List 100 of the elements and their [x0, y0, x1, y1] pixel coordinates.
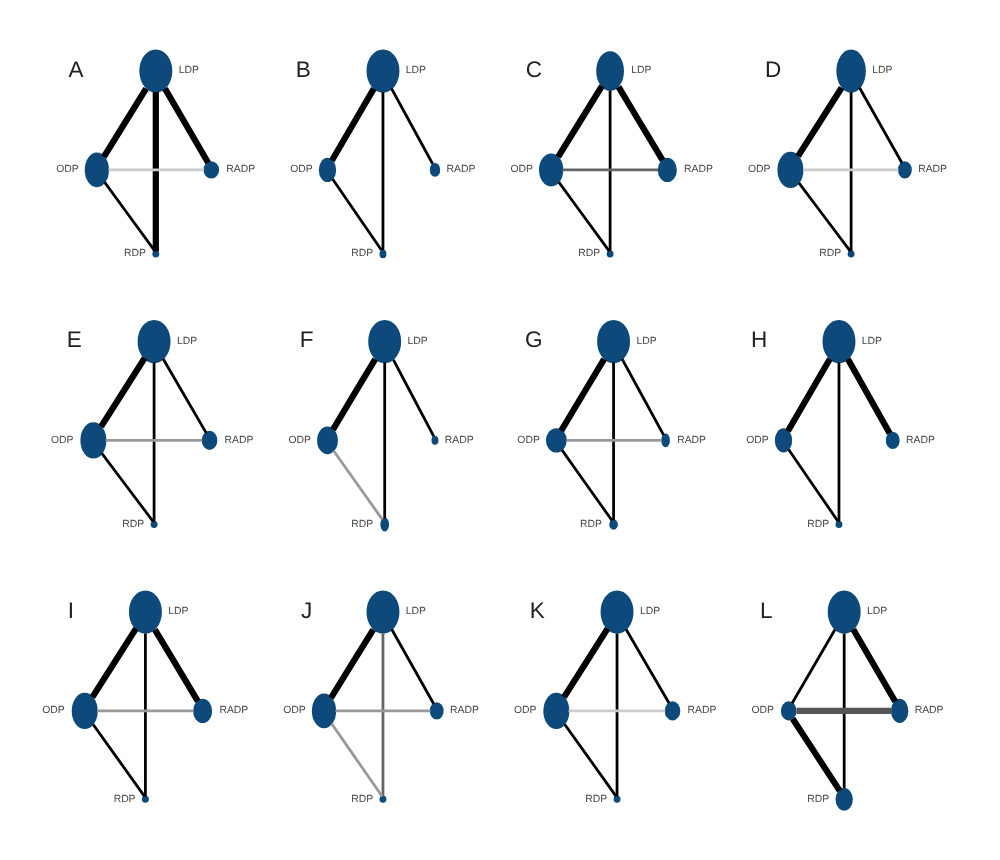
node-circle — [84, 152, 109, 188]
connector — [89, 627, 139, 699]
node-circle — [539, 153, 564, 187]
node-circle — [368, 319, 402, 364]
label: J — [301, 599, 313, 624]
connector — [620, 358, 665, 436]
node-circle — [774, 428, 793, 453]
connector — [842, 633, 846, 789]
connector — [330, 357, 378, 432]
node-circle — [613, 795, 621, 803]
connector — [837, 362, 841, 522]
label: E — [66, 329, 82, 354]
connector — [563, 723, 618, 798]
connector — [612, 362, 615, 521]
node-circle — [380, 517, 390, 532]
connector — [144, 633, 147, 797]
connector — [381, 633, 385, 797]
connector — [797, 182, 852, 252]
connector — [152, 627, 201, 703]
node-circle — [318, 157, 337, 183]
node-circle — [885, 431, 900, 450]
connector — [335, 709, 431, 713]
node-circle — [429, 163, 441, 177]
connector — [566, 439, 662, 442]
label: I — [67, 599, 74, 624]
node-circle — [543, 692, 570, 730]
label: K — [529, 599, 545, 624]
node-circle — [311, 693, 337, 729]
connector — [103, 181, 157, 252]
connector — [392, 359, 435, 438]
node-circle — [827, 590, 861, 634]
connector — [845, 357, 893, 435]
node-circle — [431, 436, 439, 445]
connector — [568, 709, 666, 713]
connector — [97, 709, 194, 713]
node-circle — [657, 157, 677, 183]
node-circle — [609, 519, 618, 530]
connector — [390, 628, 435, 705]
label: D — [764, 58, 782, 83]
node-circle — [596, 51, 624, 91]
node-circle — [836, 49, 866, 93]
connector — [787, 448, 840, 523]
connector — [152, 362, 156, 522]
node-circle — [847, 250, 855, 258]
label: G — [525, 329, 543, 354]
connector — [92, 723, 146, 798]
node-circle — [203, 161, 220, 179]
node-circle — [835, 788, 853, 811]
connector — [98, 356, 148, 429]
connector — [332, 449, 384, 521]
node-circle — [379, 795, 387, 803]
label: B — [295, 58, 311, 83]
connector — [100, 452, 155, 523]
connector — [328, 627, 376, 700]
connector — [390, 87, 434, 165]
connector — [858, 87, 904, 164]
label: L — [759, 599, 773, 624]
connector — [383, 362, 387, 519]
node-circle — [777, 151, 804, 189]
node-circle — [80, 422, 107, 459]
node-circle — [379, 249, 387, 259]
node-circle — [317, 426, 338, 455]
node-circle — [835, 521, 843, 528]
node-circle — [664, 701, 681, 721]
node-circle — [71, 692, 98, 730]
connector — [108, 168, 205, 172]
label: A — [68, 58, 84, 83]
node-circle — [366, 49, 400, 93]
node-circle — [201, 430, 218, 450]
node-circle — [661, 433, 670, 448]
connector — [615, 633, 619, 797]
node-circle — [150, 521, 158, 528]
connector — [615, 85, 666, 162]
connector — [790, 717, 843, 793]
node-circle — [193, 698, 213, 724]
connector — [850, 627, 898, 704]
connector — [555, 84, 605, 159]
connector — [561, 627, 611, 699]
node-circle — [897, 161, 912, 179]
connector — [608, 90, 612, 252]
node-circle — [597, 319, 631, 364]
node-circle — [137, 319, 171, 364]
node-circle — [600, 590, 634, 634]
connector — [162, 358, 208, 434]
connector — [331, 178, 383, 251]
node-circle — [366, 590, 400, 634]
connector — [790, 628, 837, 704]
connector — [802, 168, 899, 172]
connector — [152, 92, 159, 252]
connector — [795, 86, 845, 158]
connector — [162, 87, 211, 165]
connector — [557, 181, 611, 252]
connector — [785, 357, 833, 433]
node-circle — [141, 795, 149, 803]
node-circle — [152, 250, 160, 258]
connector — [105, 439, 203, 442]
connector — [330, 722, 384, 798]
node-circle — [891, 698, 909, 724]
connector — [625, 628, 671, 704]
label: F — [299, 329, 314, 354]
